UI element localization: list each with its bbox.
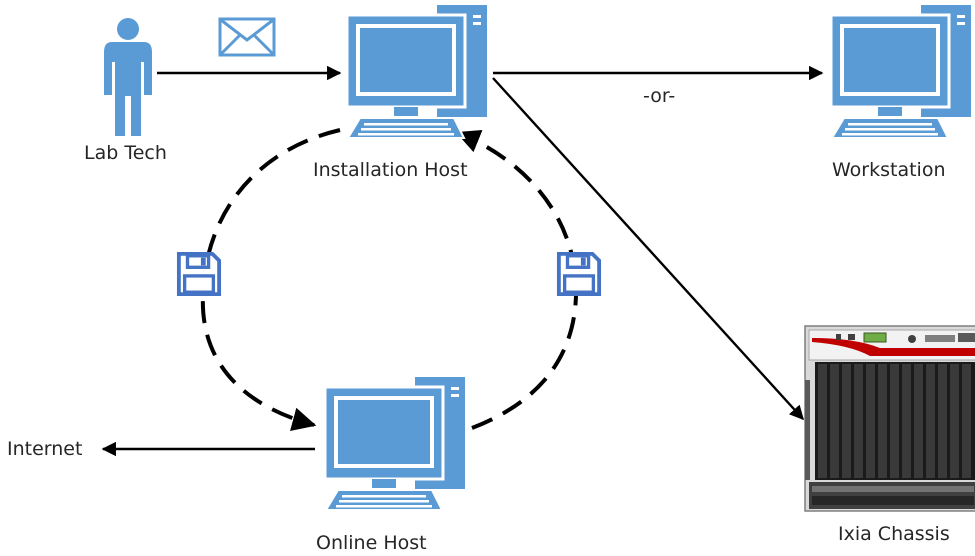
floppy-disk-icon — [556, 251, 602, 297]
desktop-computer-icon — [345, 5, 489, 140]
internet-label: Internet — [7, 438, 82, 460]
installation-host-label: Installation Host — [313, 159, 468, 181]
desktop-computer-icon — [829, 5, 973, 140]
desktop-computer-icon — [323, 377, 467, 512]
person-icon — [104, 18, 152, 136]
lab-tech-node: Lab Tech — [84, 18, 167, 164]
ixia-chassis-icon — [804, 325, 975, 512]
lab-tech-label: Lab Tech — [84, 142, 167, 164]
dashed-loop-left-arc — [200, 128, 341, 431]
floppy-disk-icon — [176, 251, 222, 297]
ixia-chassis-node: Ixia Chassis — [804, 325, 975, 545]
online-host-label: Online Host — [316, 532, 427, 554]
ixia-chassis-label: Ixia Chassis — [838, 523, 950, 545]
workstation-node: Workstation — [829, 5, 973, 181]
installation-host-node: Installation Host — [313, 5, 489, 181]
workstation-label: Workstation — [832, 159, 946, 181]
envelope-icon — [218, 17, 276, 57]
online-host-node: Online Host — [316, 377, 467, 554]
or-label: -or- — [643, 85, 675, 107]
edge-installation-to-chassis — [492, 77, 804, 421]
